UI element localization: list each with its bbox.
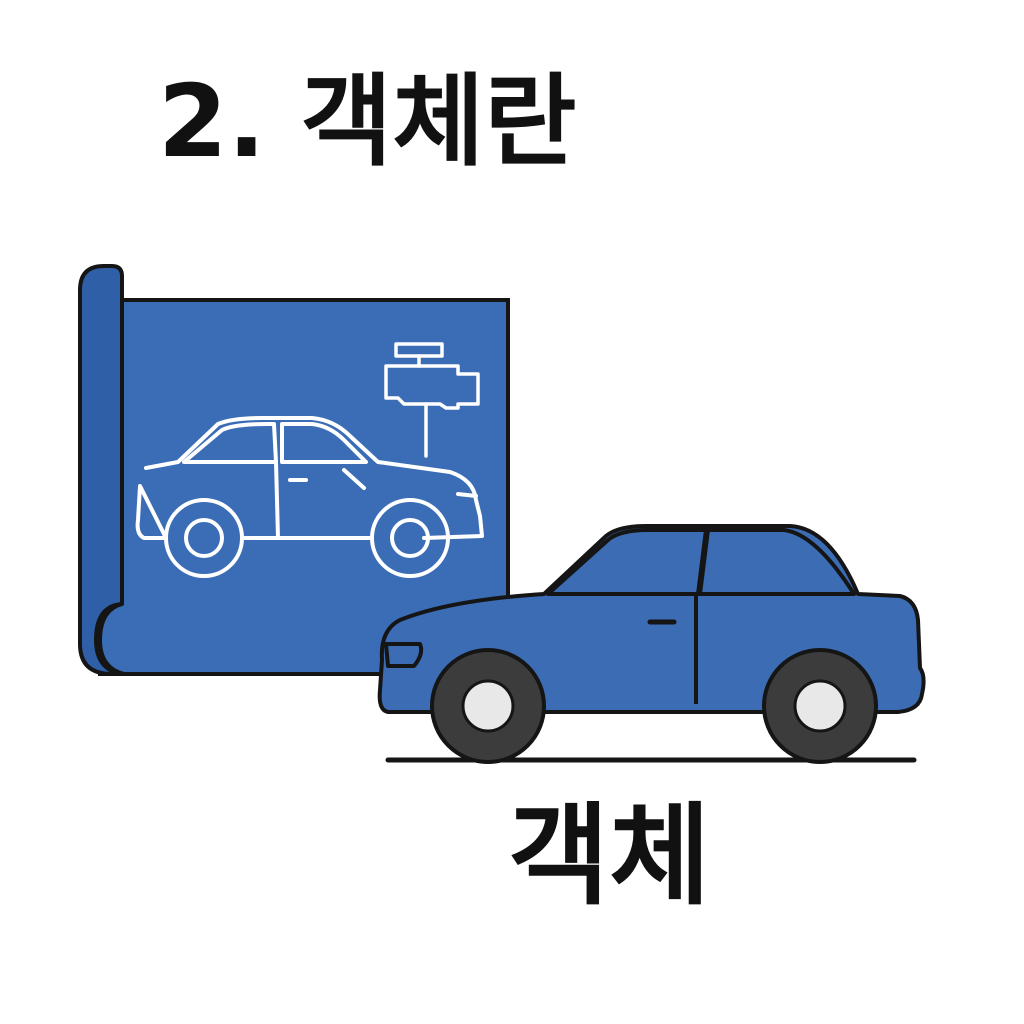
car-outline-icon (135, 416, 484, 578)
engine-icon (384, 342, 480, 458)
object-label: 객체 (508, 792, 711, 920)
car-icon (377, 524, 926, 764)
page-title: 2. 객체란 (158, 63, 577, 180)
